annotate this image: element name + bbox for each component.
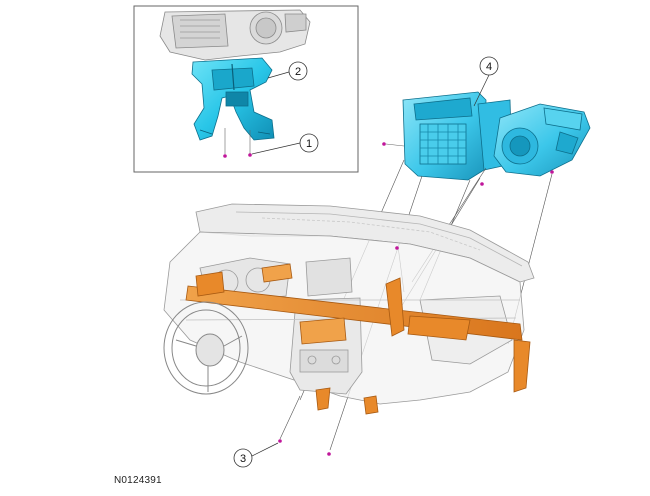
- steering-wheel: [163, 301, 249, 395]
- callout-3-label: 3: [240, 453, 246, 465]
- cross-car-beam: [185, 263, 531, 415]
- callout-3: 3: [233, 448, 253, 468]
- fastener-marker: [480, 182, 484, 186]
- heater-evaporator-housing: [402, 91, 591, 181]
- inset-fasteners: [223, 128, 252, 158]
- housing-fasteners: [382, 142, 554, 186]
- callout-1-label: 1: [306, 138, 312, 150]
- fastener-marker: [278, 439, 282, 443]
- callout-4-label: 4: [486, 61, 492, 73]
- callout-4: 4: [479, 56, 499, 76]
- callout-2: 2: [288, 61, 308, 81]
- callout-2-label: 2: [295, 66, 301, 78]
- fastener-marker: [395, 246, 399, 250]
- fastener-marker: [382, 142, 386, 146]
- floor-duct: [191, 57, 275, 141]
- inset-detail-view: [133, 5, 359, 173]
- callout-1: 1: [299, 133, 319, 153]
- figure-id: N0124391: [114, 475, 162, 486]
- inset-housing-ghost: [159, 9, 311, 61]
- fastener-marker: [248, 153, 252, 157]
- fastener-marker: [550, 170, 554, 174]
- fastener-marker: [327, 452, 331, 456]
- callout-3-leader: [251, 442, 279, 457]
- panel-fasteners: [278, 246, 399, 456]
- fastener-marker: [223, 154, 227, 158]
- callout-4-leader: [473, 74, 490, 107]
